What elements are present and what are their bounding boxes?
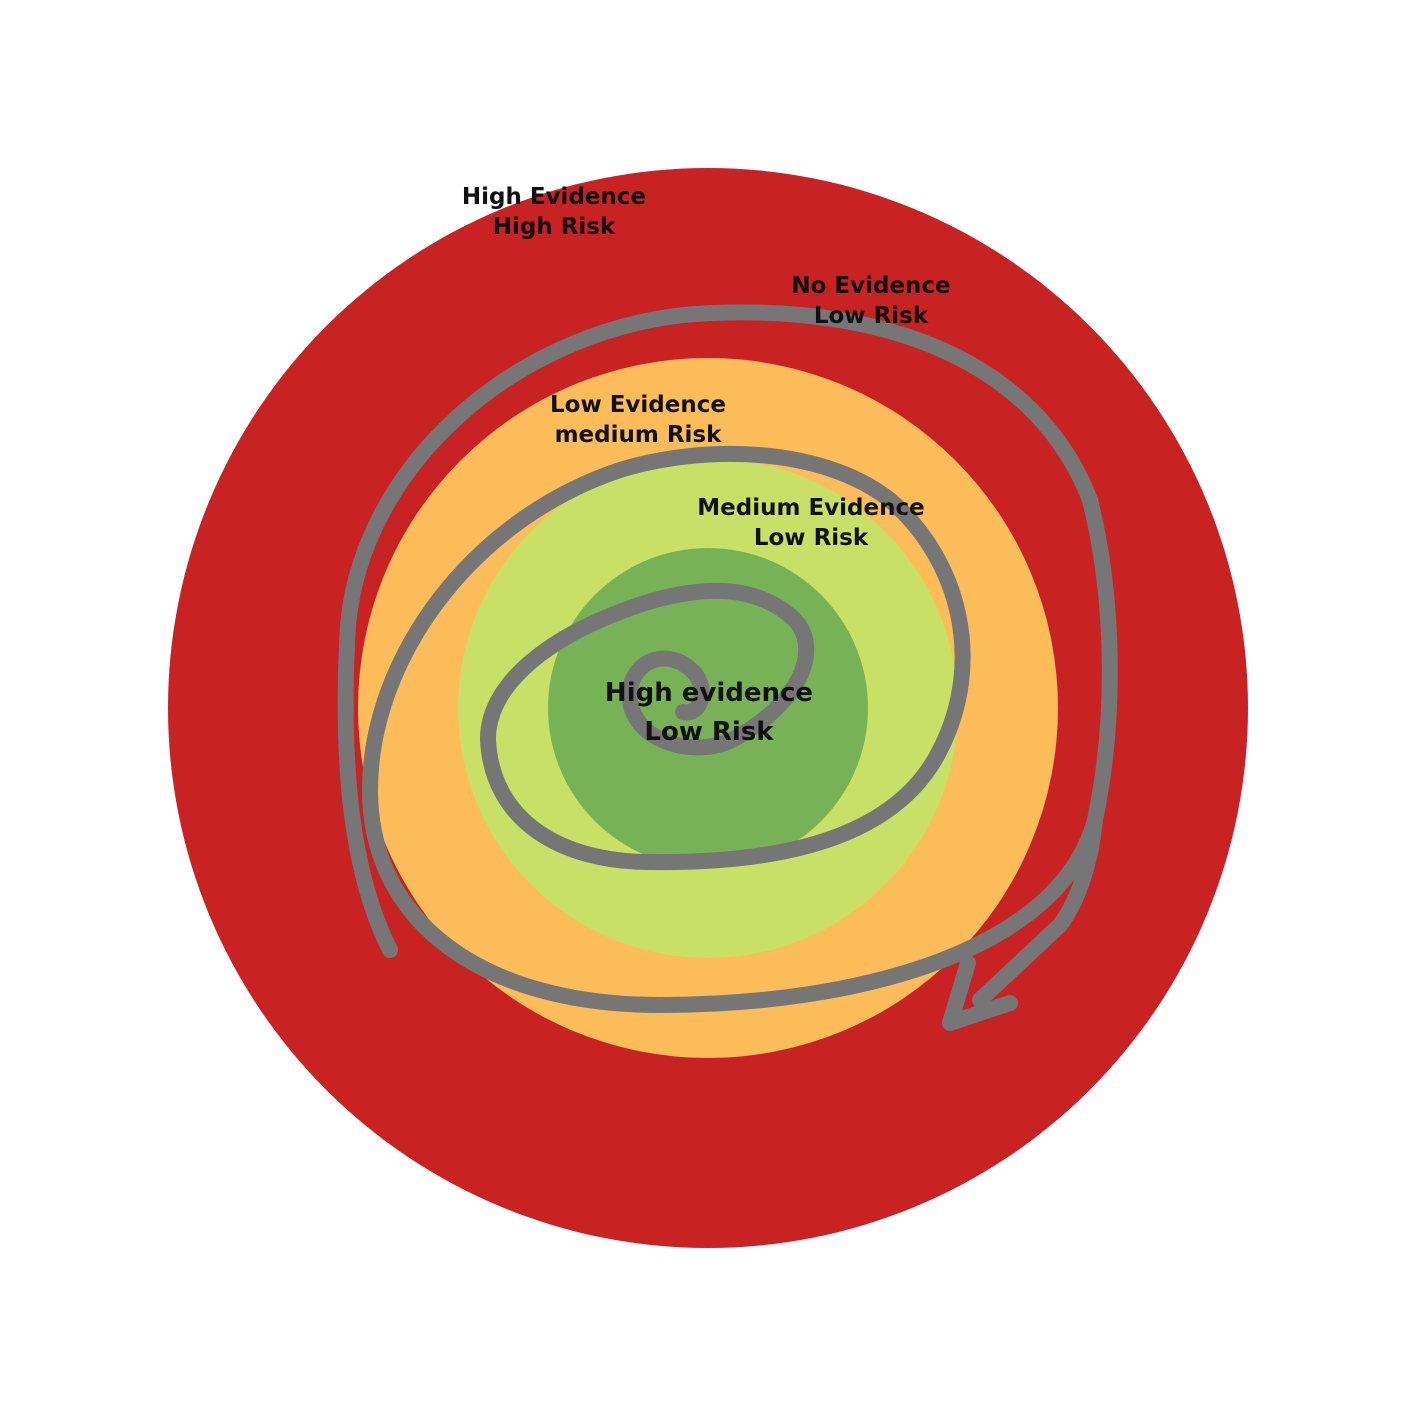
zone-label-line: Low Evidence	[550, 392, 726, 418]
zone-label-medium-evidence-low-risk: Medium Evidence Low Risk	[697, 493, 924, 554]
zone-label-line: Medium Evidence	[697, 495, 925, 521]
zone-label-no-evidence-low-risk: No Evidence Low Risk	[791, 271, 950, 332]
green-zone-circle	[548, 548, 868, 868]
zone-label-line: High evidence	[604, 678, 814, 708]
spiral-tail-icon	[972, 812, 1103, 1008]
zone-label-line: High Evidence	[461, 184, 647, 210]
arrow-head-icon	[942, 955, 1018, 1031]
zone-label-line: Low Risk	[644, 717, 774, 747]
zone-label-line: High Risk	[492, 214, 616, 241]
zone-label-low-evidence-medium-risk: Low Evidence medium Risk	[550, 390, 726, 451]
zone-label-high-evidence-low-risk: High evidence Low Risk	[605, 674, 813, 752]
zone-label-high-evidence-high-risk: High Evidence High Risk	[462, 182, 646, 243]
zone-label-line: Low Risk	[753, 525, 869, 552]
zone-label-line: Low Risk	[813, 303, 929, 330]
zone-label-line: No Evidence	[791, 273, 951, 299]
zone-label-line: medium Risk	[554, 422, 722, 449]
spiral-arrow-icon	[337, 304, 1118, 1013]
